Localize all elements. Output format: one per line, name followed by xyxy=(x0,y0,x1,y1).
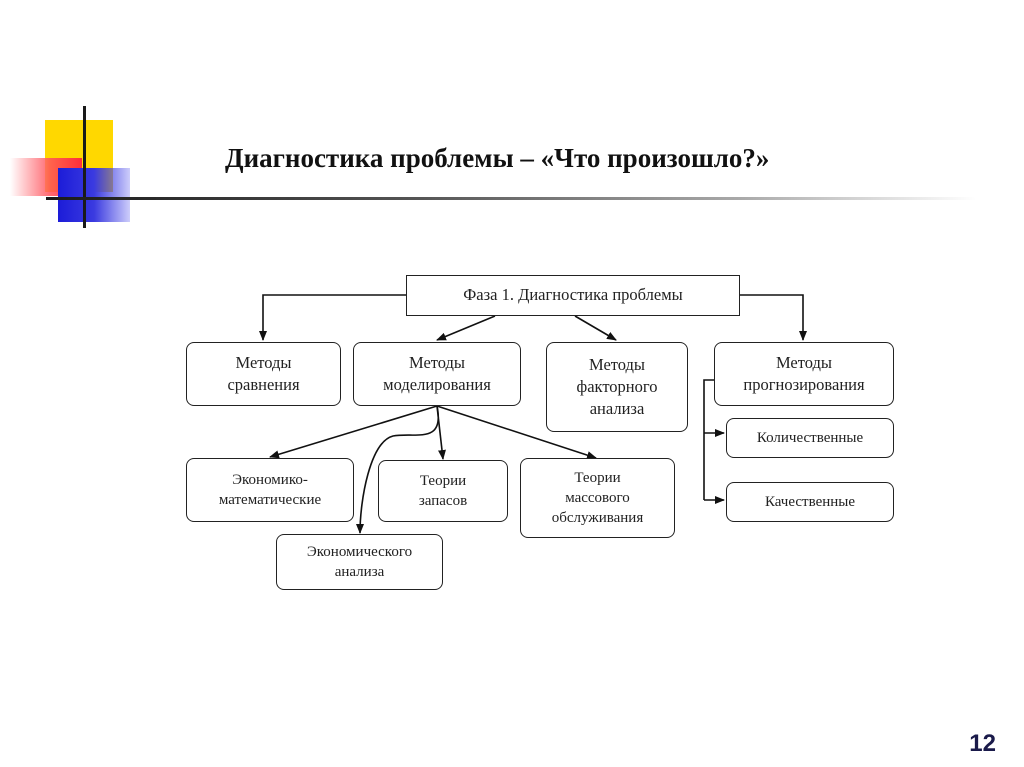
title-underline xyxy=(46,197,976,200)
edge-modeling-inventory xyxy=(436,405,446,460)
edge-root-comparison xyxy=(259,294,406,341)
qualitative-box: Качественные xyxy=(726,482,894,522)
inventory-theory-box: Теории запасов xyxy=(378,460,508,522)
econ-analysis-box: Экономического анализа xyxy=(276,534,443,590)
edge-root-factor xyxy=(574,315,617,341)
quantitative-box: Количественные xyxy=(726,418,894,458)
slide-title: Диагностика проблемы – «Что произошло?» xyxy=(225,143,770,173)
edge-root-modeling xyxy=(436,315,496,341)
decor-blue-square xyxy=(58,168,130,222)
methods-modeling-box: Методы моделирования xyxy=(353,342,521,406)
page-number: 12 xyxy=(969,730,996,757)
methods-forecasting-box: Методы прогнозирования xyxy=(714,342,894,406)
methods-factor-box: Методы факторного анализа xyxy=(546,342,688,432)
methods-comparison-box: Методы сравнения xyxy=(186,342,341,406)
queueing-theory-box: Теории массового обслуживания xyxy=(520,458,675,538)
root-box: Фаза 1. Диагностика проблемы xyxy=(406,275,740,316)
edge-forecasting-branch xyxy=(703,379,714,500)
edge-modeling-econ-math xyxy=(269,405,438,459)
edge-root-forecasting xyxy=(740,294,807,341)
econ-math-box: Экономико- математические xyxy=(186,458,354,522)
decor-vertical-line xyxy=(83,106,86,228)
